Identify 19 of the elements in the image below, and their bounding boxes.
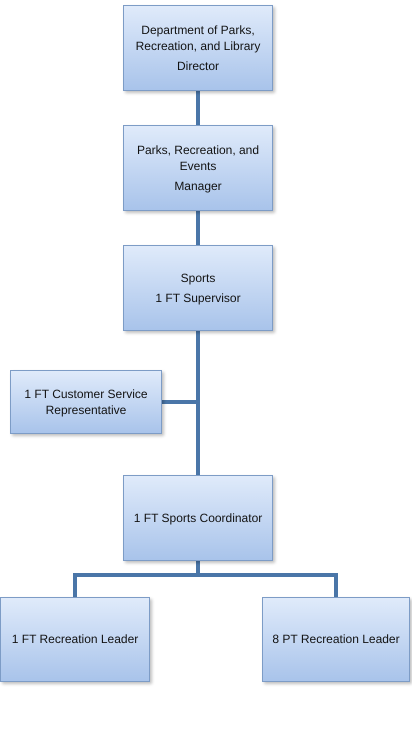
role-text: Department of Parks, Recreation, and Library bbox=[134, 22, 262, 54]
connector-line bbox=[196, 91, 200, 125]
org-box bbox=[10, 370, 162, 434]
org-box bbox=[123, 5, 273, 91]
org-box bbox=[262, 597, 410, 682]
role-text: Sports bbox=[180, 270, 216, 286]
connector-line bbox=[196, 211, 200, 245]
role-text: 1 FT Sports Coordinator bbox=[134, 510, 262, 526]
org-box bbox=[0, 597, 150, 682]
role-text: 1 FT Supervisor bbox=[155, 290, 241, 306]
role-text: 8 PT Recreation Leader bbox=[272, 631, 400, 648]
role-text: 1 FT Recreation Leader bbox=[12, 631, 138, 648]
org-box bbox=[123, 245, 273, 331]
org-box bbox=[123, 475, 273, 561]
role-text: 1 FT Customer Service Representative bbox=[23, 386, 149, 418]
role-text: Parks, Recreation, and Events bbox=[136, 142, 260, 174]
role-text: Manager bbox=[174, 178, 222, 194]
role-text: Director bbox=[176, 58, 219, 74]
org-box bbox=[123, 125, 273, 211]
